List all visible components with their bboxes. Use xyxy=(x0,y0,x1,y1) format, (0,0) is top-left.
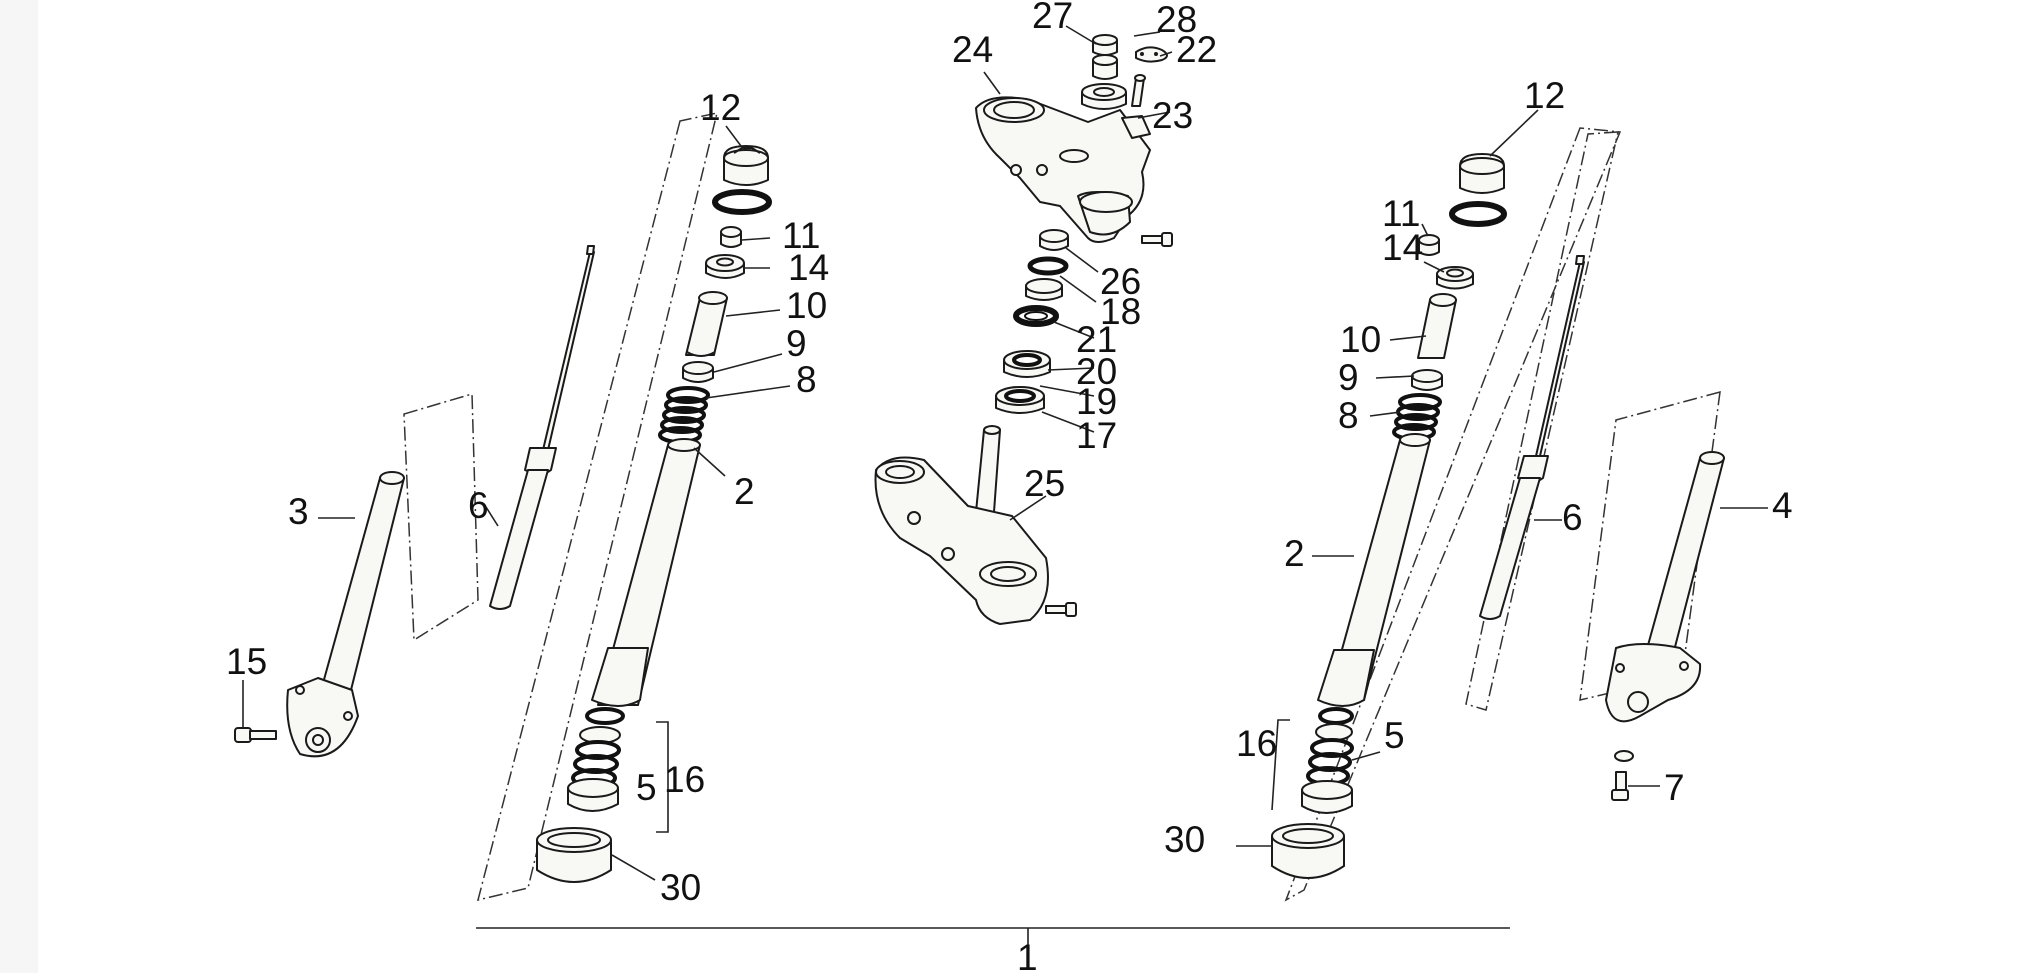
left-margin-shade xyxy=(0,0,38,973)
label-right-12: 12 xyxy=(1524,75,1565,116)
left-fork-slider-part xyxy=(286,471,405,758)
left-fork-group xyxy=(234,112,791,902)
right-slider-frame xyxy=(1579,390,1721,701)
right-spacer-part xyxy=(1417,293,1457,359)
left-cartridge-frame xyxy=(403,393,479,642)
label-left-15: 15 xyxy=(226,641,267,682)
right-valve-pack-part xyxy=(1301,707,1354,814)
label-right-2: 2 xyxy=(1284,533,1305,574)
left-valve-pack-part xyxy=(567,707,625,812)
top-yoke-part xyxy=(975,96,1173,247)
label-right-5: 5 xyxy=(1384,715,1405,756)
callout-labels: 12 11 14 10 9 8 2 3 6 15 5 16 30 27 28 2… xyxy=(226,0,1793,973)
steering-group xyxy=(874,25,1173,625)
left-axle-screw-part xyxy=(234,727,277,743)
label-right-4: 4 xyxy=(1772,485,1793,526)
clip-part xyxy=(1135,46,1168,63)
right-fork-slider-part xyxy=(1605,451,1725,723)
label-mid-19: 19 xyxy=(1076,381,1117,422)
label-right-9: 9 xyxy=(1338,357,1359,398)
left-damper-rod-part xyxy=(489,245,595,610)
left-nut-part xyxy=(720,226,742,248)
label-left-11: 11 xyxy=(782,215,820,256)
bottom-yoke-part xyxy=(874,425,1077,625)
label-left-10: 10 xyxy=(786,285,827,326)
right-fork-group xyxy=(1236,109,1768,902)
steering-bearings-part xyxy=(995,229,1069,414)
label-right-30: 30 xyxy=(1164,819,1205,860)
label-right-16: 16 xyxy=(1236,723,1277,764)
label-mid-25: 25 xyxy=(1024,463,1065,504)
label-mid-26: 26 xyxy=(1100,261,1141,302)
label-assembly-1: 1 xyxy=(1017,937,1038,973)
left-o-ring-part xyxy=(712,189,772,215)
label-left-5: 5 xyxy=(636,767,657,808)
left-stanchion-tube-part xyxy=(591,438,701,707)
label-right-10: 10 xyxy=(1340,319,1381,360)
label-left-9: 9 xyxy=(786,323,807,364)
left-collar-part xyxy=(682,361,714,383)
right-seal-cup-part xyxy=(1271,823,1345,879)
label-left-30: 30 xyxy=(660,867,701,908)
right-damper-rod-part xyxy=(1479,255,1585,620)
label-top-23: 23 xyxy=(1152,95,1193,136)
right-o-ring-part xyxy=(1449,201,1507,227)
label-right-8: 8 xyxy=(1338,395,1359,436)
right-washer-part xyxy=(1436,266,1474,290)
label-right-14: 14 xyxy=(1382,227,1423,268)
label-left-8: 8 xyxy=(796,359,817,400)
left-washer-part xyxy=(705,254,745,279)
right-axle-screw-part xyxy=(1611,771,1629,801)
label-right-11: 11 xyxy=(1382,193,1420,234)
label-mid-20: 20 xyxy=(1076,351,1117,392)
label-left-14: 14 xyxy=(788,247,829,288)
assembly-bracket xyxy=(476,927,1510,948)
left-16-bracket xyxy=(656,721,669,833)
right-washer-small-part xyxy=(1614,750,1634,762)
label-top-28: 28 xyxy=(1156,0,1197,40)
label-mid-17: 17 xyxy=(1076,415,1117,456)
right-stanchion-tube-part xyxy=(1317,433,1431,707)
right-16-bracket xyxy=(1271,719,1290,811)
label-left-16: 16 xyxy=(664,759,705,800)
top-nut-part xyxy=(1081,34,1127,110)
label-right-6: 6 xyxy=(1562,497,1583,538)
right-fork-cap-part xyxy=(1459,153,1505,194)
label-right-7: 7 xyxy=(1664,767,1685,808)
left-stanchion-frame xyxy=(476,112,719,902)
right-collar-part xyxy=(1411,369,1443,391)
label-left-12: 12 xyxy=(700,87,741,128)
label-left-2: 2 xyxy=(734,471,755,512)
left-fork-cap-part xyxy=(723,145,769,186)
label-mid-18: 18 xyxy=(1100,291,1141,332)
label-mid-21: 21 xyxy=(1076,319,1117,360)
right-stanchion-frame xyxy=(1284,127,1622,902)
label-top-27: 27 xyxy=(1032,0,1073,36)
label-left-6: 6 xyxy=(468,485,489,526)
label-top-24: 24 xyxy=(952,29,993,70)
pinch-screw-part xyxy=(1131,74,1146,107)
left-spacer-part xyxy=(685,291,728,357)
right-cartridge-frame-a xyxy=(1465,131,1619,711)
left-seal-cup-part xyxy=(536,827,612,883)
label-left-3: 3 xyxy=(288,491,309,532)
right-nut-part xyxy=(1418,234,1440,256)
label-top-22: 22 xyxy=(1176,29,1217,70)
